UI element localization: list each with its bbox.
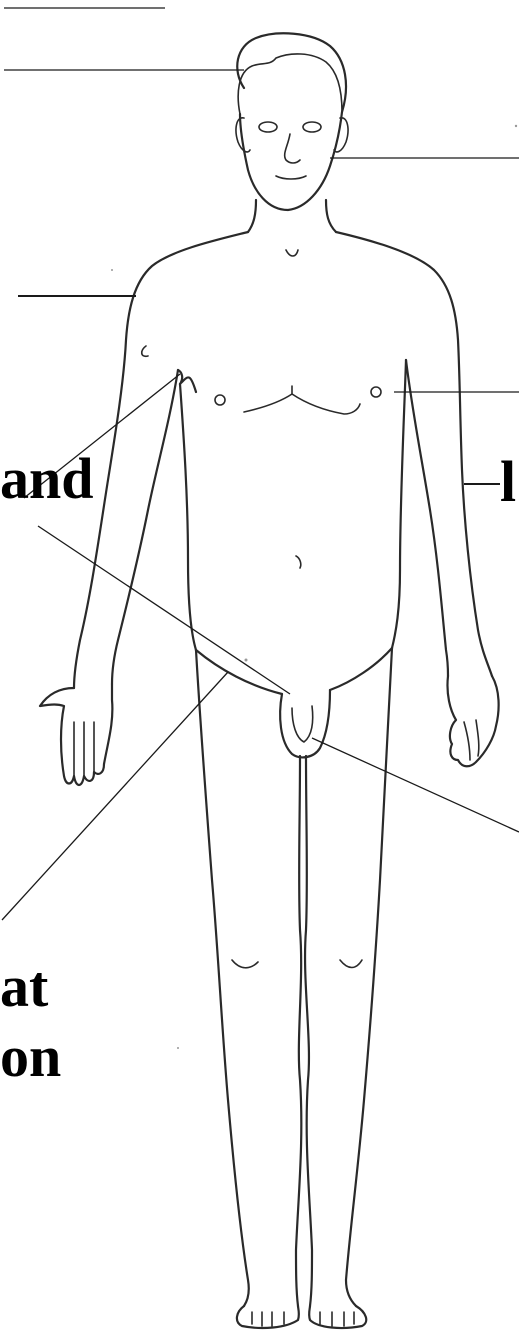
groin-left (196, 650, 282, 694)
neck-right (326, 200, 336, 232)
arm-mark (142, 346, 148, 356)
label-on: on (0, 1028, 61, 1086)
genitals (280, 690, 330, 757)
leader-genitals (312, 738, 519, 832)
torso-right-side (392, 360, 406, 648)
left-knee (232, 960, 258, 968)
specks (111, 125, 517, 1049)
navel (296, 556, 301, 568)
label-at: at (0, 958, 48, 1016)
left-leg-outer (196, 650, 249, 1306)
label-and: and (0, 450, 94, 508)
left-arm-inner (112, 370, 178, 684)
right-hand-fingers (464, 720, 479, 760)
label-l: l (500, 453, 516, 511)
left-foot (237, 1306, 299, 1328)
left-hand-fingers (74, 722, 94, 776)
leader-inguinal (2, 672, 228, 920)
neck-left (248, 200, 256, 232)
head-outline (237, 33, 346, 210)
left-hand (40, 684, 112, 785)
jugular-notch (286, 250, 298, 256)
groin-right (330, 648, 392, 690)
right-arm-inner (406, 360, 448, 676)
chest-line (244, 394, 360, 414)
right-shoulder-arm-outer (336, 232, 492, 676)
right-toes (320, 1312, 354, 1326)
left-shoulder-arm-outer (74, 232, 248, 688)
left-nipple (215, 395, 225, 405)
right-foot (309, 1306, 366, 1328)
genitals-inner (292, 706, 313, 742)
torso-left-side (180, 384, 196, 650)
right-nipple (371, 387, 381, 397)
mouth (276, 176, 306, 179)
nose (285, 134, 300, 163)
right-knee (340, 960, 362, 968)
left-eye (259, 122, 277, 132)
hair-outline (238, 54, 342, 114)
right-leg-outer (346, 648, 392, 1306)
right-eye (303, 122, 321, 132)
left-toes (252, 1312, 284, 1326)
left-leg-inner (296, 756, 301, 1306)
right-hand (447, 676, 498, 766)
right-leg-inner (305, 756, 312, 1306)
